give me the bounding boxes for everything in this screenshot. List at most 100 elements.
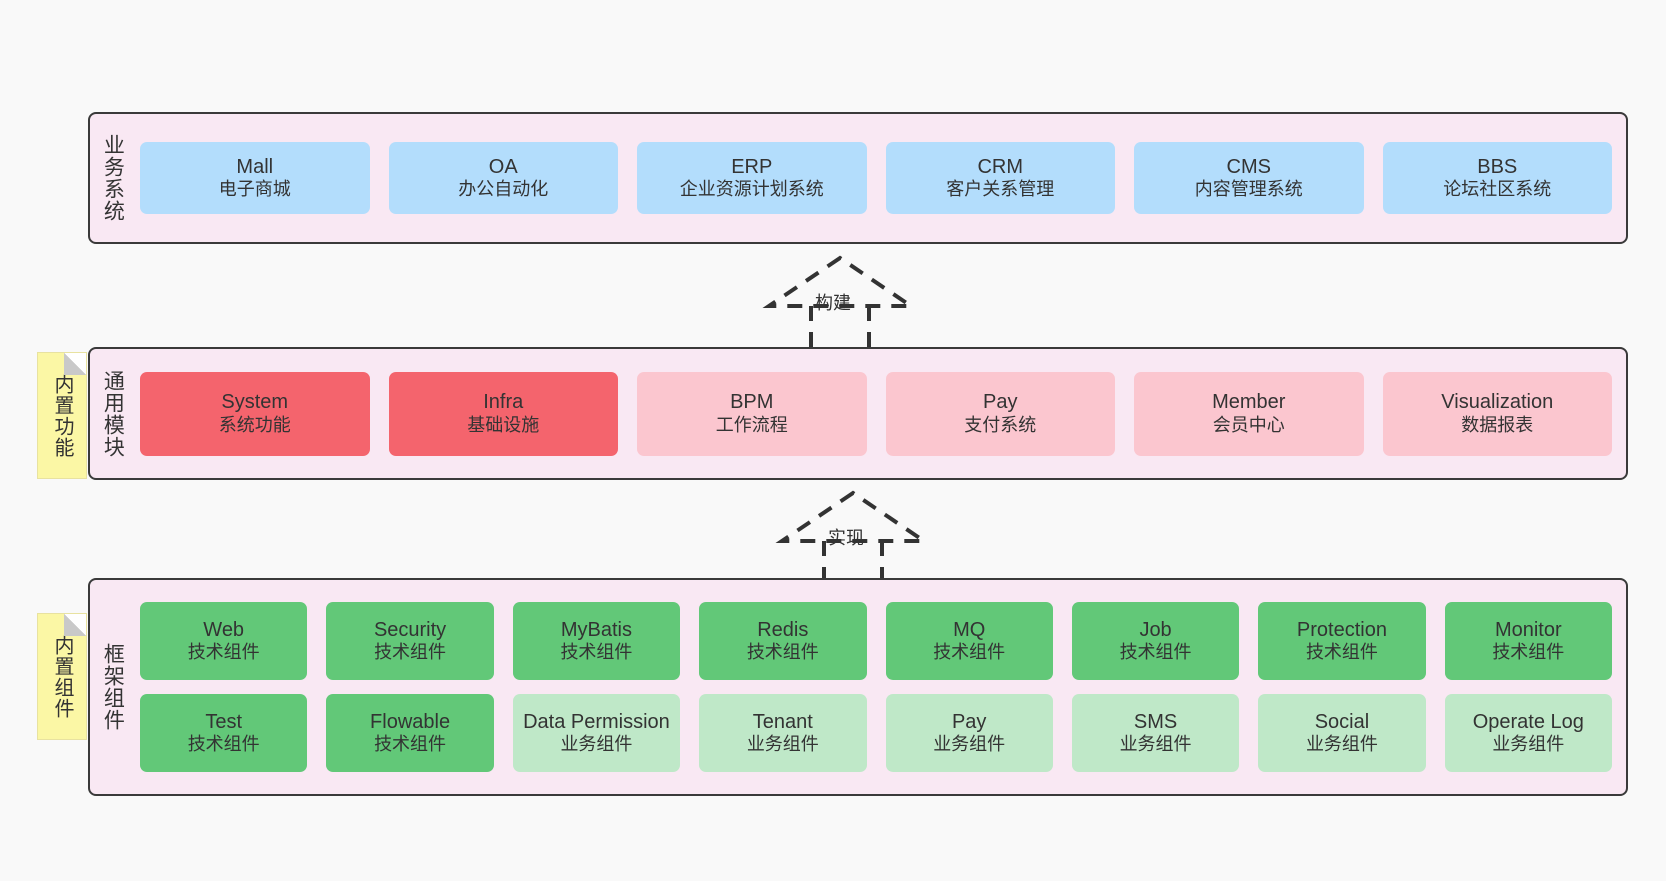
node-system[interactable]: System 系统功能 (140, 371, 370, 456)
connector-label-implement: 实现 (828, 528, 864, 548)
node-subtitle: 数据报表 (1461, 414, 1534, 435)
node-subtitle: 技术组件 (187, 642, 260, 663)
node-monitor[interactable]: Monitor 技术组件 (1444, 602, 1612, 680)
node-infra[interactable]: Infra 基础设施 (388, 371, 618, 456)
node-redis[interactable]: Redis 技术组件 (699, 602, 867, 680)
node-subtitle: 会员中心 (1212, 414, 1285, 435)
node-subtitle: 技术组件 (1119, 642, 1192, 663)
node-bpm[interactable]: BPM 工作流程 (637, 371, 867, 456)
node-subtitle: 技术组件 (746, 642, 819, 663)
sticky-note-label: 内置组件 (51, 634, 73, 719)
node-crm[interactable]: CRM 客户关系管理 (885, 142, 1115, 214)
node-cms[interactable]: CMS 内容管理系统 (1134, 142, 1364, 214)
node-subtitle: 办公自动化 (458, 179, 549, 200)
node-subtitle: 业务组件 (1119, 734, 1192, 755)
node-title: MQ (953, 618, 986, 641)
node-title: Social (1314, 710, 1370, 733)
layer-title-module: 通用模块 (101, 369, 125, 458)
connector-implement: 实现 (768, 485, 948, 585)
layer-title-business: 业务系统 (101, 134, 125, 222)
node-title: Protection (1296, 618, 1387, 641)
node-data-permission[interactable]: Data Permission 业务组件 (512, 694, 681, 772)
node-subtitle: 支付系统 (964, 414, 1037, 435)
node-subtitle: 技术组件 (1492, 642, 1565, 663)
connector-label-build: 构建 (815, 293, 851, 313)
node-title: Monitor (1494, 618, 1562, 641)
node-erp[interactable]: ERP 企业资源计划系统 (637, 142, 867, 214)
node-subtitle: 技术组件 (933, 642, 1006, 663)
node-pay[interactable]: Pay 支付系统 (885, 371, 1115, 456)
node-title: Member (1212, 391, 1286, 414)
node-title: System (221, 391, 289, 414)
layer-title-framework: 框架组件 (101, 643, 125, 731)
node-title: Security (373, 618, 447, 641)
node-title: BBS (1477, 155, 1518, 178)
dashed-generalization-arrow-icon (775, 490, 931, 585)
node-flowable[interactable]: Flowable 技术组件 (326, 694, 494, 772)
layer-panel-framework: 框架组件 Web 技术组件 Security 技术组件 MyBatis 技术组件… (88, 578, 1628, 796)
node-subtitle: 业务组件 (746, 734, 819, 755)
node-title: SMS (1133, 710, 1178, 733)
node-web[interactable]: Web 技术组件 (140, 602, 308, 680)
node-title: Operate Log (1472, 710, 1584, 733)
layer-panel-module: 通用模块 System 系统功能 Infra 基础设施 BPM 工作流程 Pay… (88, 347, 1628, 480)
node-subtitle: 业务组件 (1492, 734, 1565, 755)
node-title: BPM (730, 391, 774, 414)
node-oa[interactable]: OA 办公自动化 (388, 142, 618, 214)
layer-body-business: Mall 电子商城 OA 办公自动化 ERP 企业资源计划系统 CRM 客户关系… (134, 114, 1626, 242)
node-title: Tenant (752, 710, 813, 733)
layer-body-framework: Web 技术组件 Security 技术组件 MyBatis 技术组件 Redi… (134, 580, 1626, 794)
layer-body-module: System 系统功能 Infra 基础设施 BPM 工作流程 Pay 支付系统… (134, 349, 1626, 478)
node-title: Test (205, 710, 243, 733)
node-row: Test 技术组件 Flowable 技术组件 Data Permission … (140, 694, 1612, 772)
node-mybatis[interactable]: MyBatis 技术组件 (512, 602, 681, 680)
sticky-note-label: 内置功能 (51, 373, 73, 458)
dashed-generalization-arrow-icon (762, 255, 918, 350)
node-title: Visualization (1441, 391, 1554, 414)
node-tenant[interactable]: Tenant 业务组件 (699, 694, 867, 772)
node-mall[interactable]: Mall 电子商城 (140, 142, 370, 214)
node-operate-log[interactable]: Operate Log 业务组件 (1444, 694, 1612, 772)
node-subtitle: 业务组件 (1305, 734, 1378, 755)
node-subtitle: 技术组件 (187, 734, 260, 755)
node-title: MyBatis (560, 618, 632, 641)
node-subtitle: 技术组件 (560, 642, 633, 663)
node-sms[interactable]: SMS 业务组件 (1071, 694, 1240, 772)
layer-panel-business: 业务系统 Mall 电子商城 OA 办公自动化 ERP 企业资源计划系统 CRM… (88, 112, 1628, 244)
node-subtitle: 技术组件 (1305, 642, 1378, 663)
node-subtitle: 技术组件 (374, 734, 447, 755)
node-mq[interactable]: MQ 技术组件 (885, 602, 1053, 680)
node-title: Flowable (370, 710, 451, 733)
node-visualization[interactable]: Visualization 数据报表 (1382, 371, 1612, 456)
node-title: Infra (483, 391, 524, 414)
node-row: Web 技术组件 Security 技术组件 MyBatis 技术组件 Redi… (140, 602, 1612, 680)
node-subtitle: 客户关系管理 (946, 179, 1055, 200)
node-security[interactable]: Security 技术组件 (326, 602, 494, 680)
node-member[interactable]: Member 会员中心 (1134, 371, 1364, 456)
node-subtitle: 基础设施 (467, 414, 540, 435)
sticky-note-builtin-features: 内置功能 (37, 352, 87, 479)
node-subtitle: 工作流程 (715, 414, 788, 435)
node-title: Redis (757, 618, 809, 641)
node-title: CRM (977, 155, 1024, 178)
node-row: System 系统功能 Infra 基础设施 BPM 工作流程 Pay 支付系统… (140, 371, 1612, 456)
node-title: Web (203, 618, 245, 641)
node-subtitle: 论坛社区系统 (1443, 179, 1552, 200)
connector-build: 构建 (755, 250, 935, 350)
node-job[interactable]: Job 技术组件 (1071, 602, 1240, 680)
node-title: CMS (1226, 155, 1271, 178)
node-title: OA (488, 155, 518, 178)
node-pay-component[interactable]: Pay 业务组件 (885, 694, 1053, 772)
node-title: Mall (236, 155, 274, 178)
node-title: ERP (731, 155, 773, 178)
node-title: Pay (951, 710, 987, 733)
node-subtitle: 内容管理系统 (1194, 179, 1303, 200)
node-test[interactable]: Test 技术组件 (140, 694, 308, 772)
node-subtitle: 系统功能 (218, 414, 291, 435)
node-social[interactable]: Social 业务组件 (1258, 694, 1426, 772)
node-bbs[interactable]: BBS 论坛社区系统 (1382, 142, 1612, 214)
node-subtitle: 电子商城 (218, 179, 291, 200)
node-title: Job (1139, 618, 1172, 641)
node-protection[interactable]: Protection 技术组件 (1258, 602, 1426, 680)
